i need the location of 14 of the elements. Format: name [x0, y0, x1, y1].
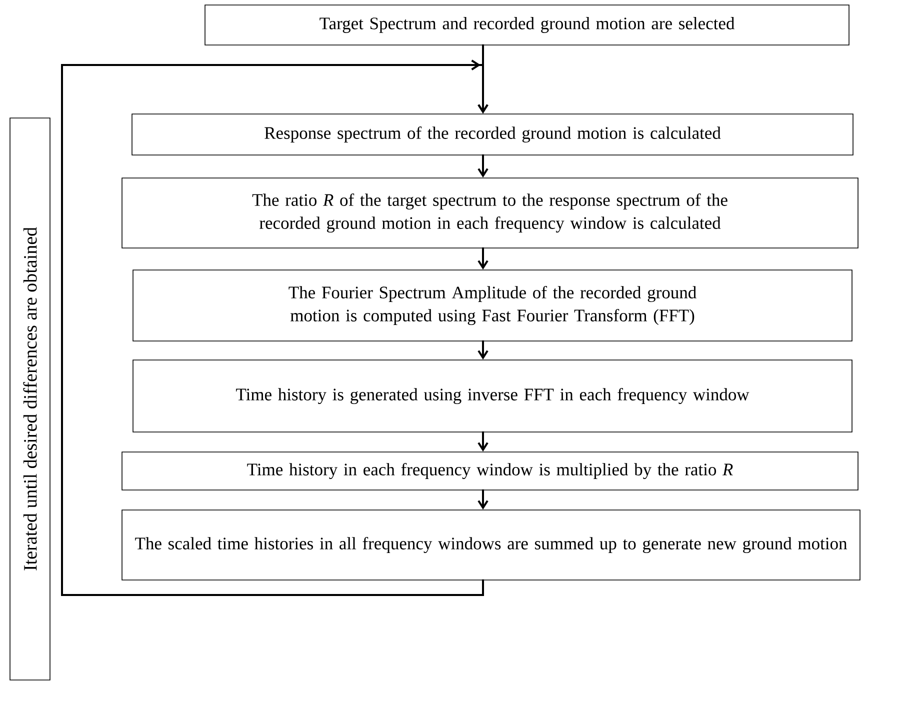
arrow — [478, 154, 488, 178]
process-box: Time history is generated using inverse FFT in each frequency window — [132, 360, 852, 432]
arrow — [478, 247, 488, 270]
process-box: Target Spectrum and recorded ground motion are selected — [204, 4, 850, 46]
arrow — [478, 489, 488, 510]
process-box: Time history in each frequency window is multiplied by the ratio R — [122, 452, 858, 490]
side-label-box: Iterated until desired differences are obtained — [10, 118, 50, 680]
arrow — [478, 431, 488, 452]
process-box: The Fourier Spectrum Amplitude of the recorded ground motion is computed using Fast Fourier Transform (FFT) — [132, 270, 852, 342]
arrow — [61, 60, 488, 596]
process-box: The scaled time histories in all frequency windows are summed up to generate new ground motion — [122, 510, 860, 580]
process-box: The ratio R of the target spectrum to the response spectrum of the recorded ground motion in each frequency window is calculated — [122, 178, 858, 248]
process-box: Response spectrum of the recorded ground motion is calculated — [132, 114, 854, 156]
arrow — [478, 340, 488, 360]
